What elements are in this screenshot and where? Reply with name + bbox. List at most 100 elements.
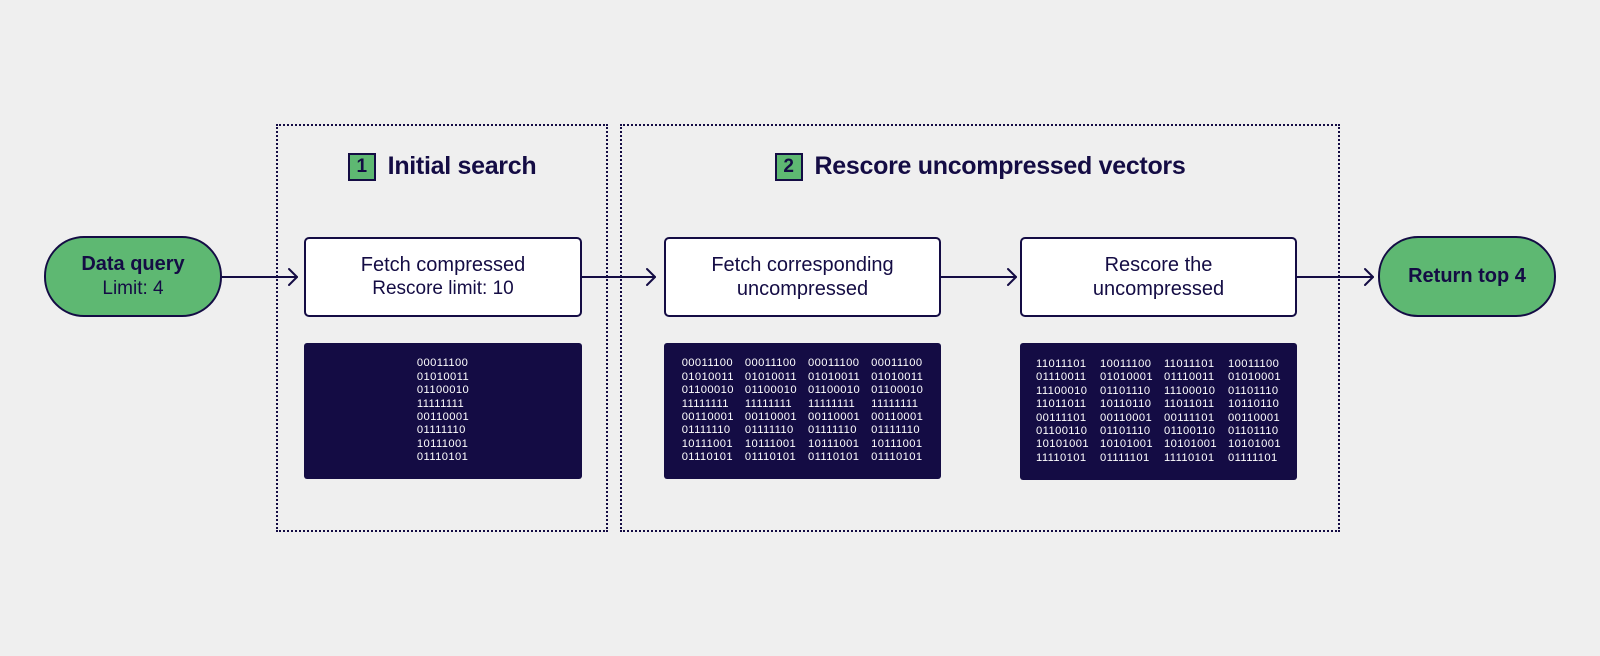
vector-value: 01110101 — [808, 451, 860, 464]
step-number-badge: 2 — [774, 152, 803, 181]
vector-value: 00110001 — [1100, 411, 1153, 424]
vector-value: 01110011 — [1164, 371, 1215, 384]
vector-value: 11111111 — [871, 397, 919, 410]
vector-value: 01110101 — [744, 451, 797, 464]
group-title-text: Initial search — [387, 152, 537, 180]
step-number-badge: 1 — [347, 152, 376, 181]
vector-value: 10011100 — [1100, 357, 1152, 370]
vector-value: 01110011 — [1036, 371, 1087, 384]
vector-value: 10111001 — [681, 437, 734, 450]
vector-value: 01111110 — [744, 424, 794, 437]
vector-value: 01111110 — [681, 424, 731, 437]
vector-value: 10111001 — [744, 437, 797, 450]
rescore-limit-label: Rescore limit: 10 — [372, 278, 514, 299]
vector-value: 00110001 — [681, 411, 734, 423]
vector-value: 01010001 — [1227, 371, 1281, 384]
fetch-compressed-title: Fetch compressed — [360, 254, 526, 276]
data-query-title: Data query — [81, 253, 185, 275]
vector-value: 10110110 — [1227, 398, 1280, 411]
vector-value: 01010011 — [416, 370, 470, 383]
vector-value: 11110101 — [1036, 451, 1087, 464]
vector-value: 01101110 — [1227, 384, 1279, 397]
vector-value: 00111101 — [1164, 411, 1215, 424]
vector-value: 01111110 — [808, 424, 857, 437]
vector-value: 01100010 — [744, 384, 797, 397]
vector-value: 00110001 — [1227, 411, 1281, 424]
arrow-fetch-uncompressed-to-rescore — [940, 268, 1017, 286]
data-query-node: Data query Limit: 4 — [44, 236, 222, 317]
vector-value: 01111110 — [871, 424, 920, 437]
vector-value: 01101110 — [1227, 424, 1279, 437]
vector-value: 00110001 — [871, 411, 924, 423]
return-top-node: Return top 4 — [1378, 236, 1556, 317]
vector-value: 01010001 — [1100, 371, 1153, 384]
vector-value: 01100110 — [1164, 424, 1216, 437]
vector-value: 11111111 — [681, 397, 729, 410]
vector-value: 01110101 — [416, 451, 469, 464]
vector-value: 01010011 — [871, 370, 924, 383]
vector-value: 01110101 — [871, 451, 923, 464]
vector-value: 00011100 — [808, 357, 860, 370]
fetch-uncompressed-subtitle: uncompressed — [736, 278, 869, 300]
vector-value: 11011011 — [1036, 398, 1087, 411]
data-query-limit: Limit: 4 — [102, 278, 164, 299]
vector-value: 01100110 — [1036, 424, 1088, 437]
vector-value: 00011100 — [416, 357, 469, 370]
vector-value: 00111101 — [1036, 411, 1087, 424]
vector-value: 01110101 — [681, 451, 734, 464]
group-initial-search: 1 Initial search — [276, 124, 608, 532]
vector-value: 11011101 — [1036, 357, 1087, 370]
vector-value: 01111101 — [1227, 451, 1278, 464]
fetch-uncompressed-title: Fetch corresponding — [711, 254, 894, 276]
vector-value: 01111110 — [416, 424, 466, 437]
vector-value: 10110110 — [1100, 398, 1152, 411]
vector-value: 10101001 — [1036, 438, 1090, 451]
vector-value: 01010011 — [744, 370, 797, 383]
vector-value: 00110001 — [416, 411, 470, 423]
group-title-text: Rescore uncompressed vectors — [814, 152, 1186, 180]
arrow-query-to-fetch-compressed — [221, 268, 298, 286]
group-title-initial-search: 1 Initial search — [278, 152, 606, 181]
vector-value: 10111001 — [871, 437, 923, 450]
vector-value: 11011011 — [1164, 398, 1215, 411]
vector-value: 11111111 — [744, 397, 793, 410]
vector-value: 00011100 — [871, 357, 923, 370]
vector-value: 01111101 — [1100, 451, 1150, 464]
vector-value: 10101001 — [1164, 438, 1217, 451]
rescore-subtitle: uncompressed — [1092, 278, 1225, 300]
vector-value: 01100010 — [808, 384, 861, 397]
vector-value: 01100010 — [681, 384, 734, 397]
vector-value: 01010011 — [681, 370, 734, 383]
vector-value: 11100010 — [1164, 384, 1216, 397]
vector-value: 10101001 — [1227, 438, 1281, 451]
vector-value: 11110101 — [1164, 451, 1215, 464]
vector-value: 11111111 — [808, 397, 856, 410]
return-top-title: Return top 4 — [1408, 265, 1526, 287]
vector-value: 01010011 — [808, 370, 861, 383]
vector-value: 00011100 — [744, 357, 797, 370]
vector-value: 01100010 — [416, 384, 470, 397]
group-title-rescore: 2 Rescore uncompressed vectors — [622, 152, 1338, 181]
vector-value: 00110001 — [744, 411, 797, 423]
vector-value: 10111001 — [808, 437, 860, 450]
vector-value: 01101110 — [1100, 424, 1151, 437]
arrow-fetch-compressed-to-fetch-uncompressed — [581, 268, 656, 286]
vector-value: 01100010 — [871, 384, 924, 397]
rescore-title: Rescore the — [1104, 254, 1213, 276]
